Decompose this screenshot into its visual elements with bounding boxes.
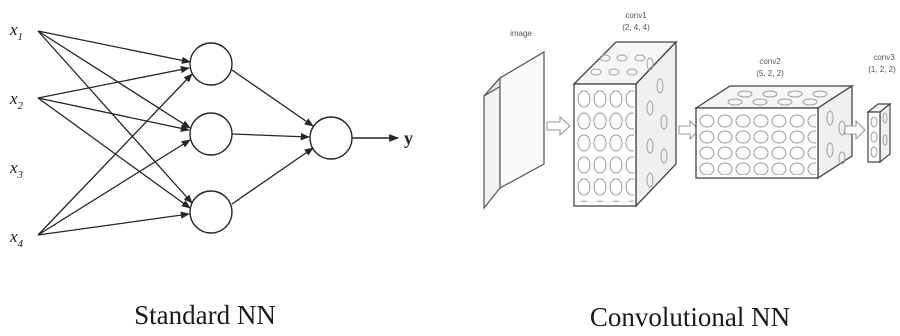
input-label-x3: x3 — [9, 158, 24, 181]
label-conv3: conv3 — [873, 53, 895, 62]
edge-x2-h2 — [37, 97, 190, 132]
hidden-neuron-1 — [189, 42, 233, 86]
output-neuron — [309, 116, 353, 160]
input-label-x4: x4 — [9, 227, 24, 250]
hidden-neuron-3 — [189, 190, 233, 234]
label-image: image — [510, 29, 532, 38]
edge-x1-h3 — [37, 30, 193, 204]
edge-x2-h1 — [37, 66, 190, 99]
edge-x4-h3 — [37, 211, 190, 236]
edge-h3-out — [231, 147, 314, 205]
label-conv2: conv2 — [759, 57, 781, 66]
input-hidden-connections — [37, 30, 193, 236]
output-label-y: y — [404, 128, 413, 148]
input-label-x1: x1 — [9, 20, 23, 43]
caption-standard-nn: Standard NN — [134, 300, 276, 330]
label-conv2-dims: (5, 2, 2) — [756, 69, 784, 78]
input-label-x2: x2 — [9, 89, 24, 112]
edge-h1-out — [231, 69, 314, 127]
conv3-block — [866, 102, 892, 164]
edge-x4-h2 — [37, 139, 191, 236]
edge-x4-h1 — [37, 73, 193, 236]
standard-nn: x1 x2 x3 x4 y Standar — [9, 20, 413, 330]
conv1-block — [572, 40, 678, 208]
image-slab — [483, 50, 545, 210]
label-conv1-dims: (2, 4, 4) — [622, 23, 650, 32]
hidden-neuron-2 — [189, 112, 233, 156]
edge-h2-out — [231, 133, 310, 141]
edge-x1-h1 — [37, 30, 191, 64]
arrow-image-conv1 — [546, 115, 571, 137]
label-conv1: conv1 — [625, 11, 647, 20]
hidden-output-connections — [231, 69, 314, 205]
label-conv3-dims: (1, 2, 2) — [868, 65, 896, 74]
edge-x2-h3 — [37, 97, 191, 209]
conv2-block — [693, 84, 855, 180]
convolutional-nn: image conv1 (2, 4, 4) conv2 (5, 2, 2) co… — [483, 11, 896, 332]
arrow-conv1-conv2 — [678, 119, 700, 141]
edge-x1-h2 — [37, 30, 191, 129]
caption-convolutional-nn: Convolutional NN — [590, 302, 790, 332]
arrow-conv2-conv3 — [844, 119, 866, 141]
